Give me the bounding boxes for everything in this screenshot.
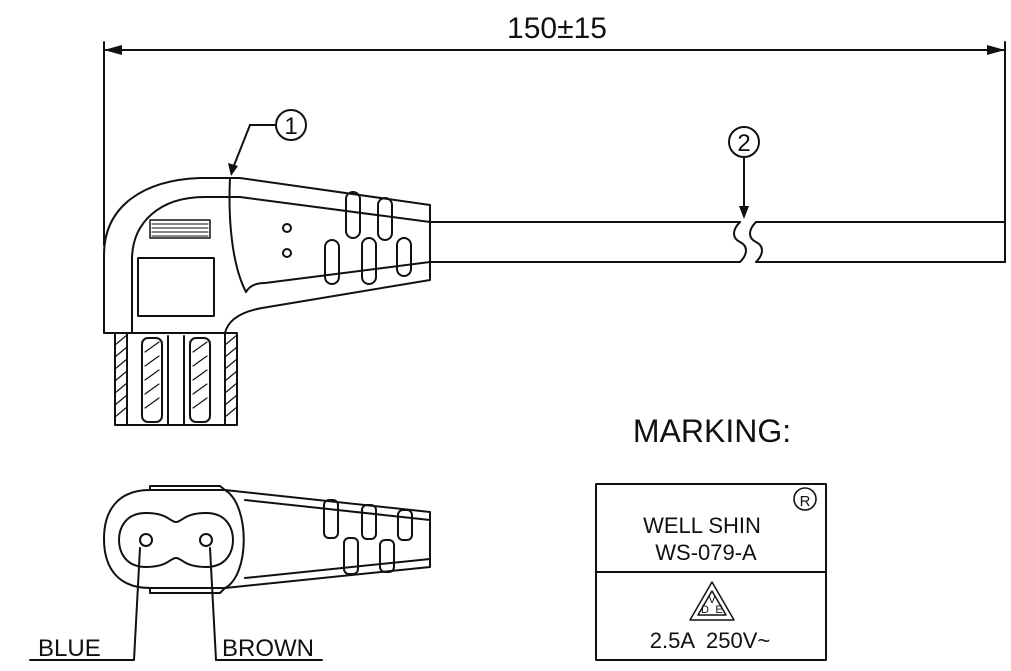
- wire-label-blue: BLUE: [38, 635, 101, 662]
- vde-letter-d: D: [701, 604, 709, 616]
- wire-label-brown: BROWN: [222, 635, 314, 662]
- vde-letter-v: V: [708, 594, 716, 606]
- marking-box: [595, 483, 827, 661]
- marking-rating: 2.5A 250V~: [650, 628, 771, 653]
- callout-number-1: 1: [284, 113, 297, 140]
- registered-symbol: R: [800, 493, 811, 510]
- dimension-line: [103, 41, 1006, 246]
- vde-letter-e: E: [715, 604, 722, 616]
- marking-model: WS-079-A: [655, 540, 757, 565]
- plug-side-view: [103, 177, 431, 426]
- dimension-label: 150±15: [507, 12, 607, 45]
- plug-front-view: [29, 485, 431, 661]
- marking-brand: WELL SHIN: [643, 513, 761, 538]
- vde-mark-icon: [689, 581, 735, 621]
- marking-heading: MARKING:: [633, 413, 791, 449]
- cable: [429, 221, 1006, 263]
- callout-2: [728, 126, 760, 219]
- callout-number-2: 2: [737, 130, 750, 157]
- callout-1: [228, 109, 307, 176]
